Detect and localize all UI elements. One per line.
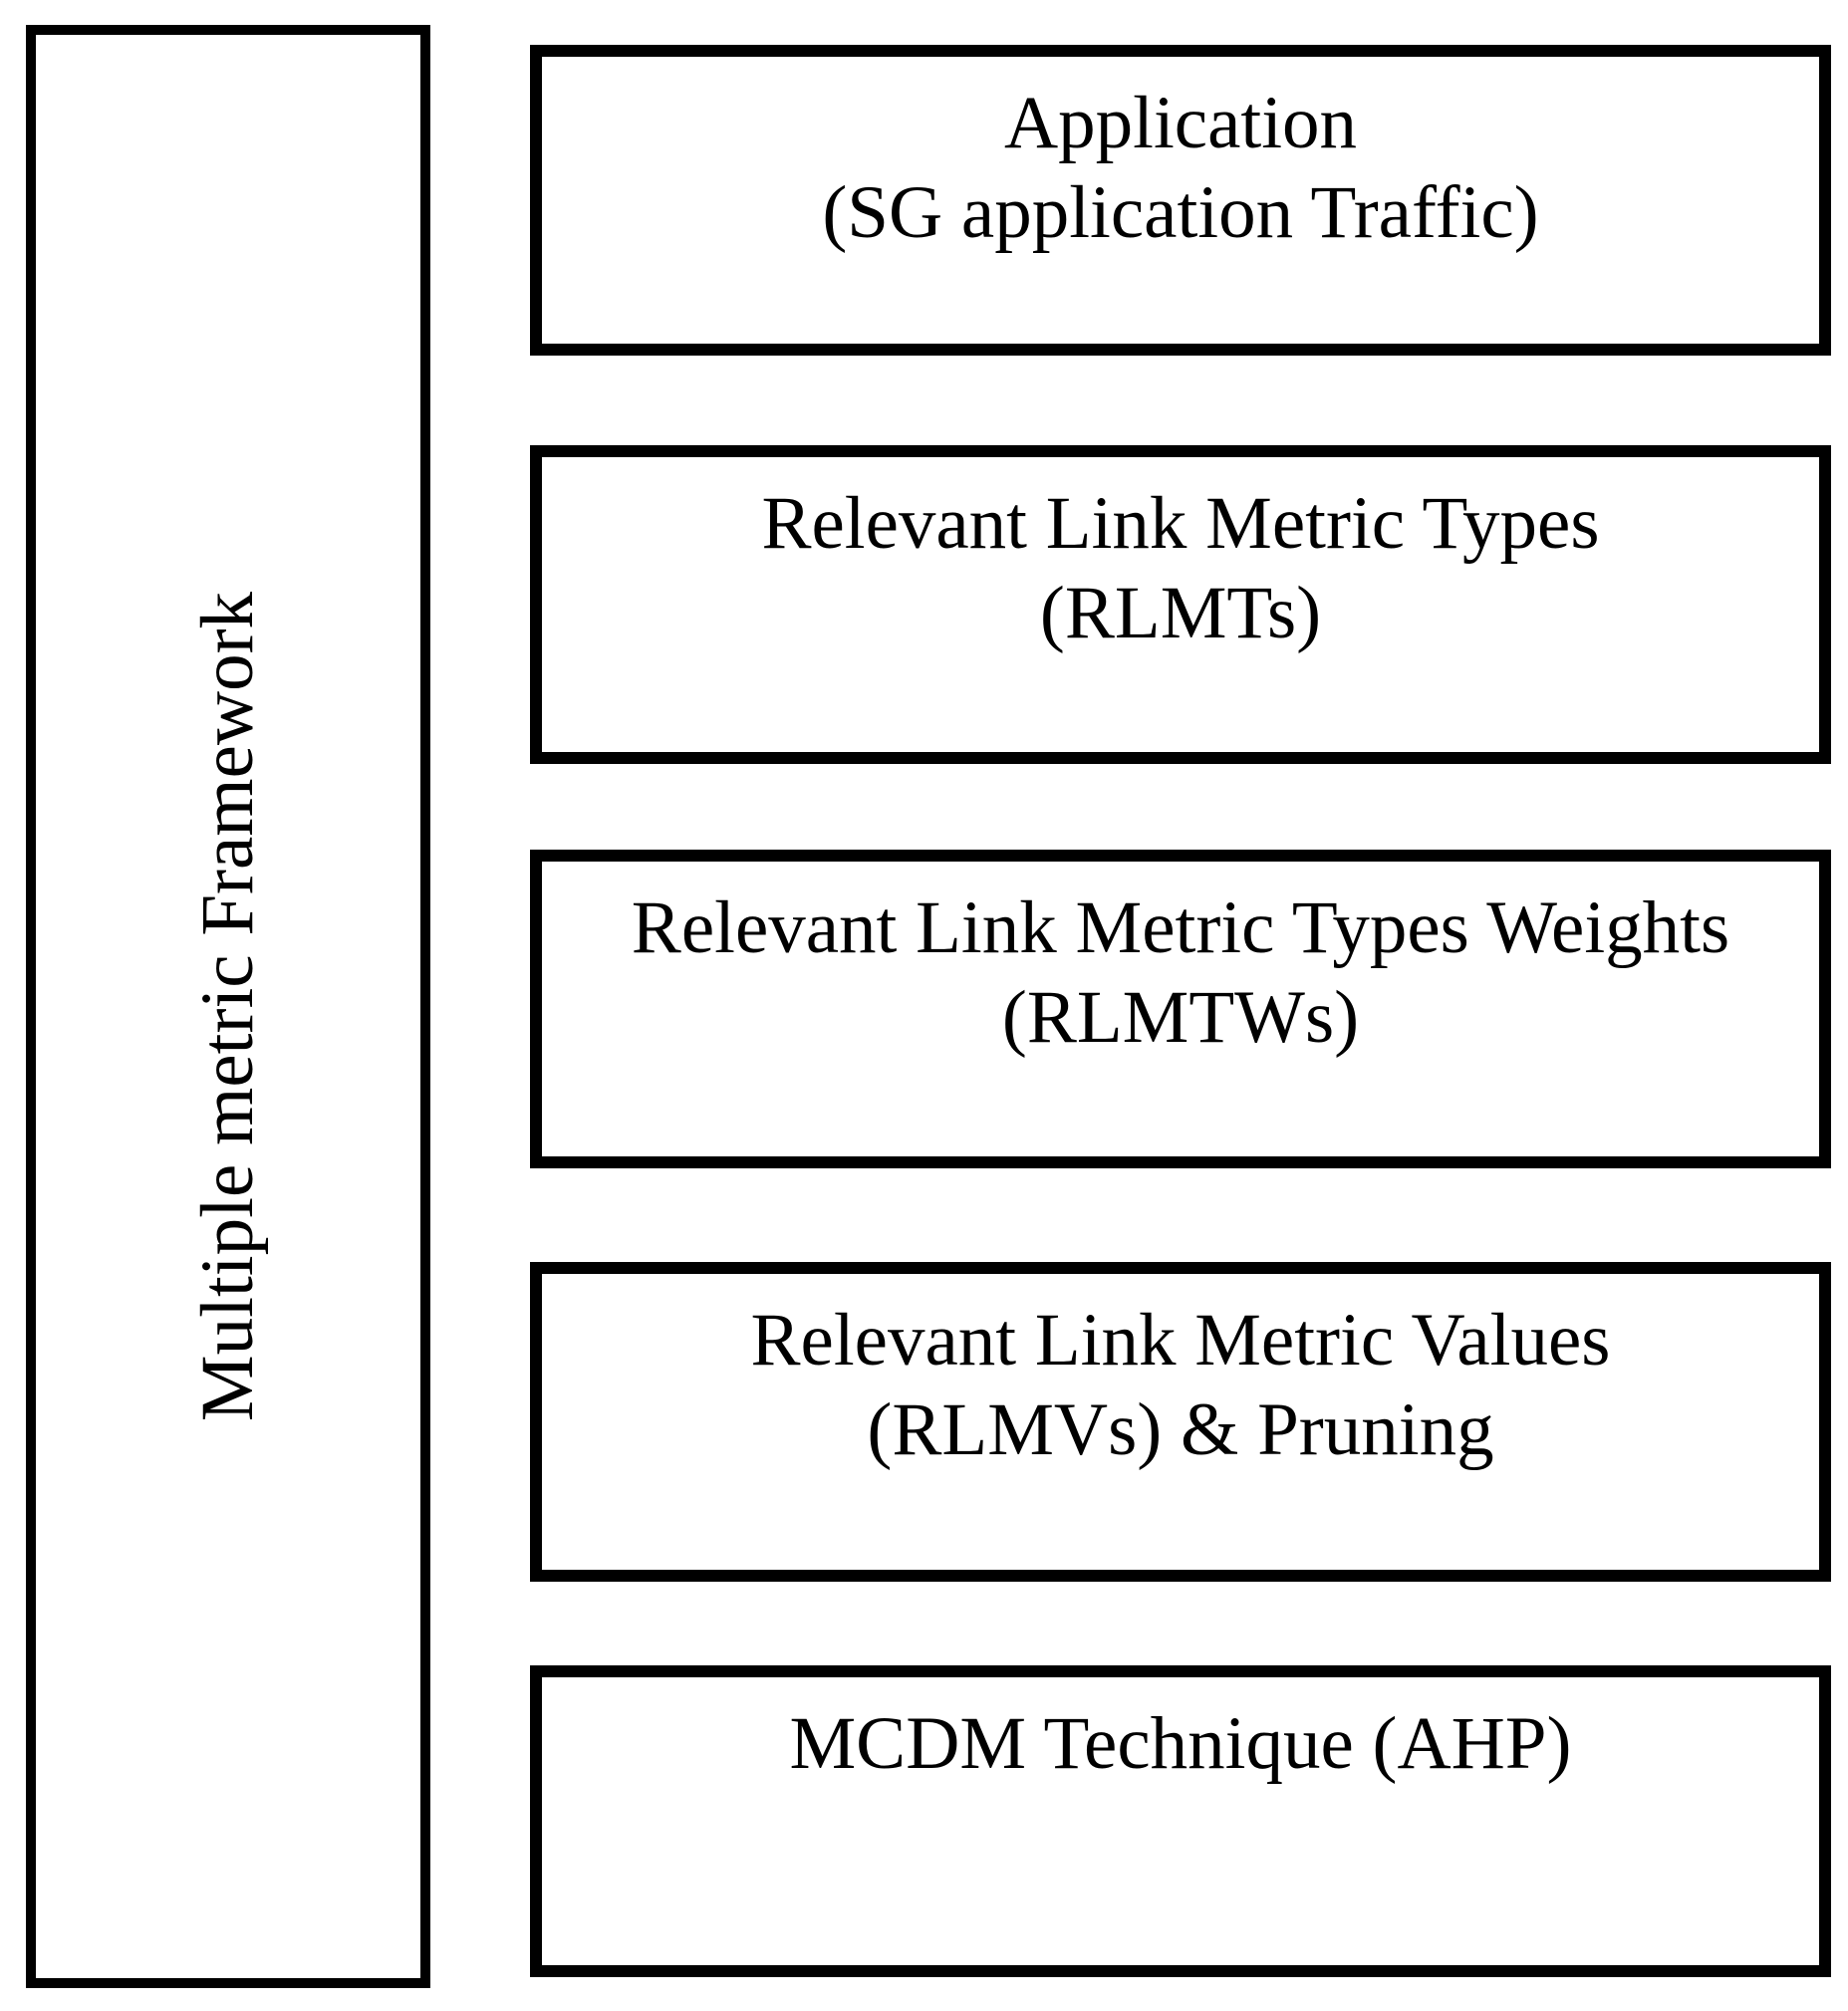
stage-mcdm-title: MCDM Technique (AHP) (789, 1702, 1572, 1785)
stage-rlmtw-title: Relevant Link Metric Types Weights (631, 886, 1730, 969)
stage-rlmtw-abbreviation: (RLMTWs) (1001, 976, 1360, 1059)
stage-box-relevant-link-metric-values-pruning: Relevant Link Metric Values (RLMVs) & Pr… (530, 1262, 1831, 1582)
stage-rlmt-abbreviation: (RLMTs) (1039, 572, 1322, 654)
stage-box-relevant-link-metric-types: Relevant Link Metric Types (RLMTs) (530, 445, 1831, 764)
stage-rlmt-title: Relevant Link Metric Types (761, 482, 1600, 565)
stage-rlmv-title: Relevant Link Metric Values (750, 1299, 1611, 1382)
framework-label: Multiple metric Framework (186, 591, 270, 1422)
framework-container-box: Multiple metric Framework (26, 25, 430, 1988)
stage-rlmv-abbreviation: (RLMVs) & Pruning (867, 1388, 1494, 1471)
stage-box-relevant-link-metric-types-weights: Relevant Link Metric Types Weights (RLMT… (530, 850, 1831, 1168)
stage-box-application: Application (SG application Traffic) (530, 45, 1831, 356)
stage-box-mcdm-technique: MCDM Technique (AHP) (530, 1665, 1831, 1977)
stage-application-subtitle: (SG application Traffic) (822, 171, 1539, 254)
stage-application-title: Application (1003, 82, 1358, 164)
